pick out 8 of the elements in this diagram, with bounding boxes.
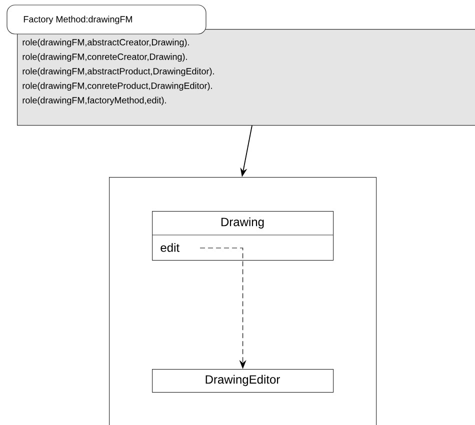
role-fact: role(drawingFM,conreteProduct,DrawingEditor). [22, 82, 212, 91]
role-fact: role(drawingFM,factoryMethod,edit). [22, 96, 166, 106]
role-fact: role(drawingFM,abstractCreator,Drawing). [22, 38, 189, 48]
tab-title: Factory Method:drawingFM [24, 16, 132, 24]
class-box: DrawingEditor [152, 368, 334, 393]
role-fact: role(drawingFM,abstractProduct,DrawingEditor). [22, 68, 214, 76]
role-fact: role(drawingFM,conreteCreator,Drawing). [22, 53, 187, 62]
class-box: Drawing edit [152, 210, 334, 261]
